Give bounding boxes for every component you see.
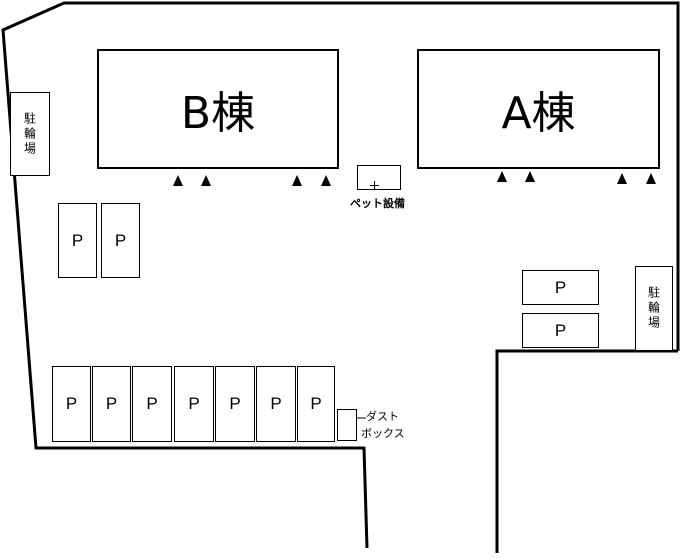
bicycle-parking-right: 駐輪場: [635, 266, 673, 351]
parking-space: P: [174, 366, 214, 442]
parking-space: P: [101, 203, 140, 278]
site-boundary-outer: [1, 1, 680, 549]
parking-label: P: [71, 230, 84, 250]
parking-space: P: [256, 366, 296, 442]
building-a: A棟: [417, 49, 660, 169]
bicycle-parking-left: 駐輪場: [10, 92, 50, 176]
entrance-marker: [646, 173, 656, 184]
parking-space: P: [215, 366, 255, 442]
bicycle-parking-label: 駐輪場: [22, 111, 37, 157]
parking-label: P: [229, 394, 241, 413]
pet-facility: [357, 165, 401, 190]
entrance-marker: [525, 171, 535, 182]
parking-space: P: [522, 313, 599, 348]
parking-label: P: [554, 277, 567, 297]
parking-label: P: [65, 394, 78, 413]
bicycle-parking-label: 駐輪場: [646, 286, 661, 331]
entrance-marker: [321, 175, 331, 186]
entrance-marker: [201, 175, 211, 186]
parking-label: P: [554, 320, 567, 340]
parking-label: P: [310, 394, 322, 413]
dust-box-label-line2: ボックス: [361, 427, 405, 440]
parking-space: P: [132, 366, 172, 442]
parking-label: P: [188, 394, 200, 413]
pet-facility-label: ペット設備: [350, 197, 405, 210]
parking-space: P: [52, 366, 91, 442]
parking-label: P: [105, 394, 118, 413]
entrance-marker: [617, 173, 627, 184]
parking-space: P: [92, 366, 131, 442]
parking-label: P: [270, 394, 282, 413]
building-b: B棟: [97, 49, 339, 169]
entrance-marker: [173, 175, 183, 186]
building-a-label: A棟: [501, 88, 576, 139]
parking-space: P: [297, 366, 335, 442]
entrance-marker: [292, 175, 302, 186]
building-b-label: B棟: [180, 88, 256, 139]
parking-space: P: [522, 270, 599, 305]
dust-box: [337, 409, 357, 441]
entrance-marker: [497, 171, 507, 182]
site-boundary-inner: [495, 349, 678, 553]
parking-label: P: [146, 394, 158, 413]
parking-space: P: [58, 203, 97, 278]
dust-box-label-line1: ダスト: [366, 410, 399, 423]
parking-label: P: [114, 230, 127, 250]
